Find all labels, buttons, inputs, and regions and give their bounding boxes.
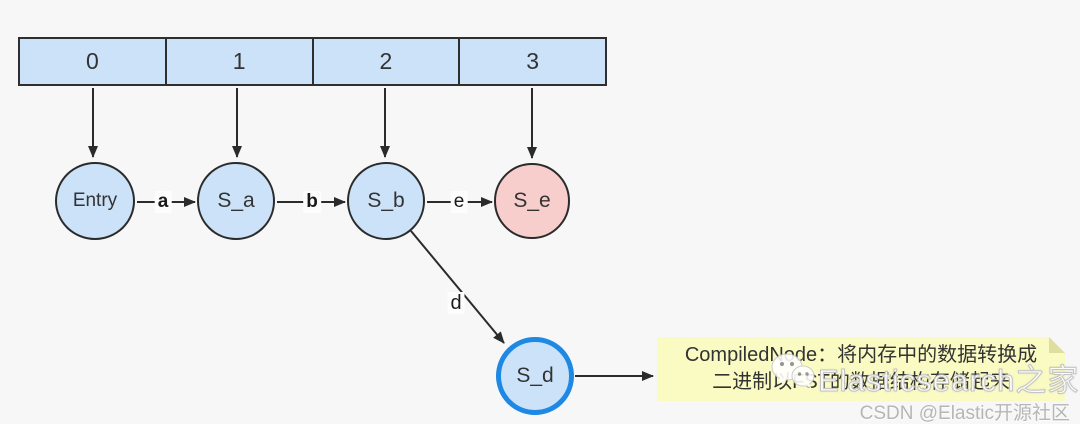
edge-label-d: d	[447, 292, 465, 314]
array-cell-2: 2	[311, 39, 459, 84]
arrow-sb-to-sd	[410, 230, 505, 344]
node-s-e: S_e	[494, 163, 570, 239]
node-s-a: S_a	[197, 162, 275, 240]
watermark-brand: Elasticsearch之家	[817, 363, 1080, 399]
edge-label-a: a	[154, 191, 172, 213]
note-line-1: CompiledNode：将内存中的数据转换成	[684, 344, 1038, 366]
wechat-logo-icon	[770, 351, 816, 396]
node-s-d: S_d	[496, 337, 574, 415]
node-entry: Entry	[55, 162, 135, 240]
compiled-node-note: CompiledNode：将内存中的数据转换成 二进制以FST的数据结构存储起来	[657, 337, 1065, 401]
node-s-b: S_b	[347, 162, 425, 240]
array-cell-0: 0	[85, 48, 99, 74]
array-cell-1: 1	[164, 39, 312, 84]
array-cell-3: 3	[458, 39, 605, 84]
watermark-csdn: CSDN @Elastic开源社区	[859, 403, 1070, 424]
edge-label-b: b	[303, 191, 321, 213]
edge-label-e: e	[450, 191, 468, 213]
index-array: 0 1 2 3	[18, 37, 607, 86]
